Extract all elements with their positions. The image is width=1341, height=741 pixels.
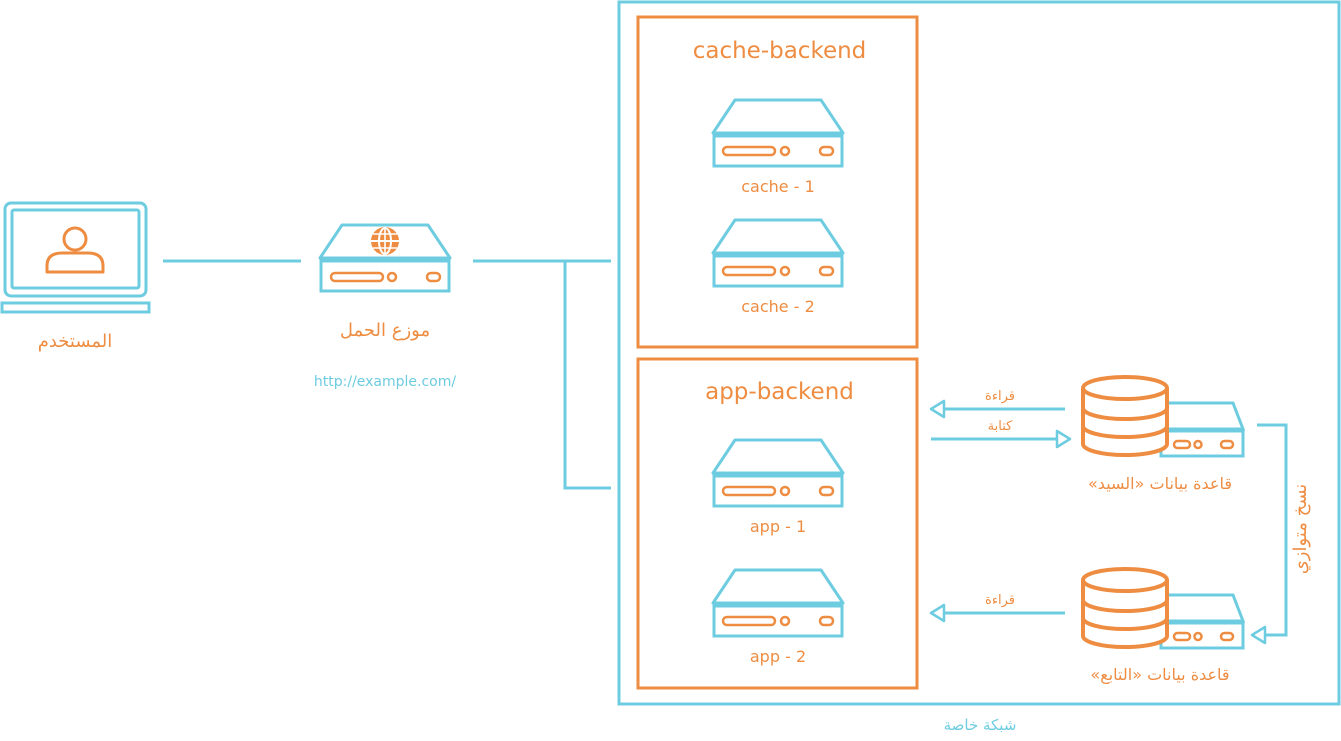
master-database-icon [1081, 375, 1245, 458]
slave-read-label: قراءة [985, 593, 1015, 608]
load-balancer-url: http://example.com/ [313, 374, 457, 390]
master-write-label: كتابة [987, 419, 1013, 434]
user-label: المستخدم [37, 331, 113, 352]
load-balancer-label: موزع الحمل [339, 320, 431, 341]
load-balancer-icon [318, 223, 452, 293]
cache-server-1-label: cache - 1 [741, 177, 815, 196]
master-read-arrow [929, 399, 1065, 419]
private-network-box [617, 0, 1341, 706]
cache-backend-title: cache-backend [692, 38, 867, 64]
master-db-label: قاعدة بيانات «السيد» [1088, 474, 1232, 493]
master-read-label: قراءة [985, 389, 1015, 404]
app-backend-title: app-backend [705, 379, 854, 405]
lb-to-network-lines [473, 259, 611, 490]
slave-database-icon [1081, 567, 1245, 650]
cache-server-1-icon [711, 98, 845, 168]
slave-read-arrow [929, 603, 1065, 623]
cache-backend-box [636, 15, 919, 349]
app-server-2-label: app - 2 [749, 647, 807, 666]
app-server-2-icon [711, 568, 845, 638]
slave-db-label: قاعدة بيانات «التابع» [1090, 665, 1230, 684]
globe-icon [371, 227, 399, 255]
replication-label: نسخ متوازي [1290, 483, 1311, 575]
master-write-arrow [931, 429, 1072, 449]
app-server-1-label: app - 1 [749, 517, 807, 536]
app-backend-box [636, 357, 919, 690]
private-network-label: شبكة خاصة [943, 716, 1017, 734]
user-laptop-icon [0, 201, 151, 314]
app-server-1-icon [711, 438, 845, 508]
cache-server-2-label: cache - 2 [741, 297, 815, 316]
replication-arrow [1250, 423, 1288, 645]
cache-server-2-icon [711, 218, 845, 288]
